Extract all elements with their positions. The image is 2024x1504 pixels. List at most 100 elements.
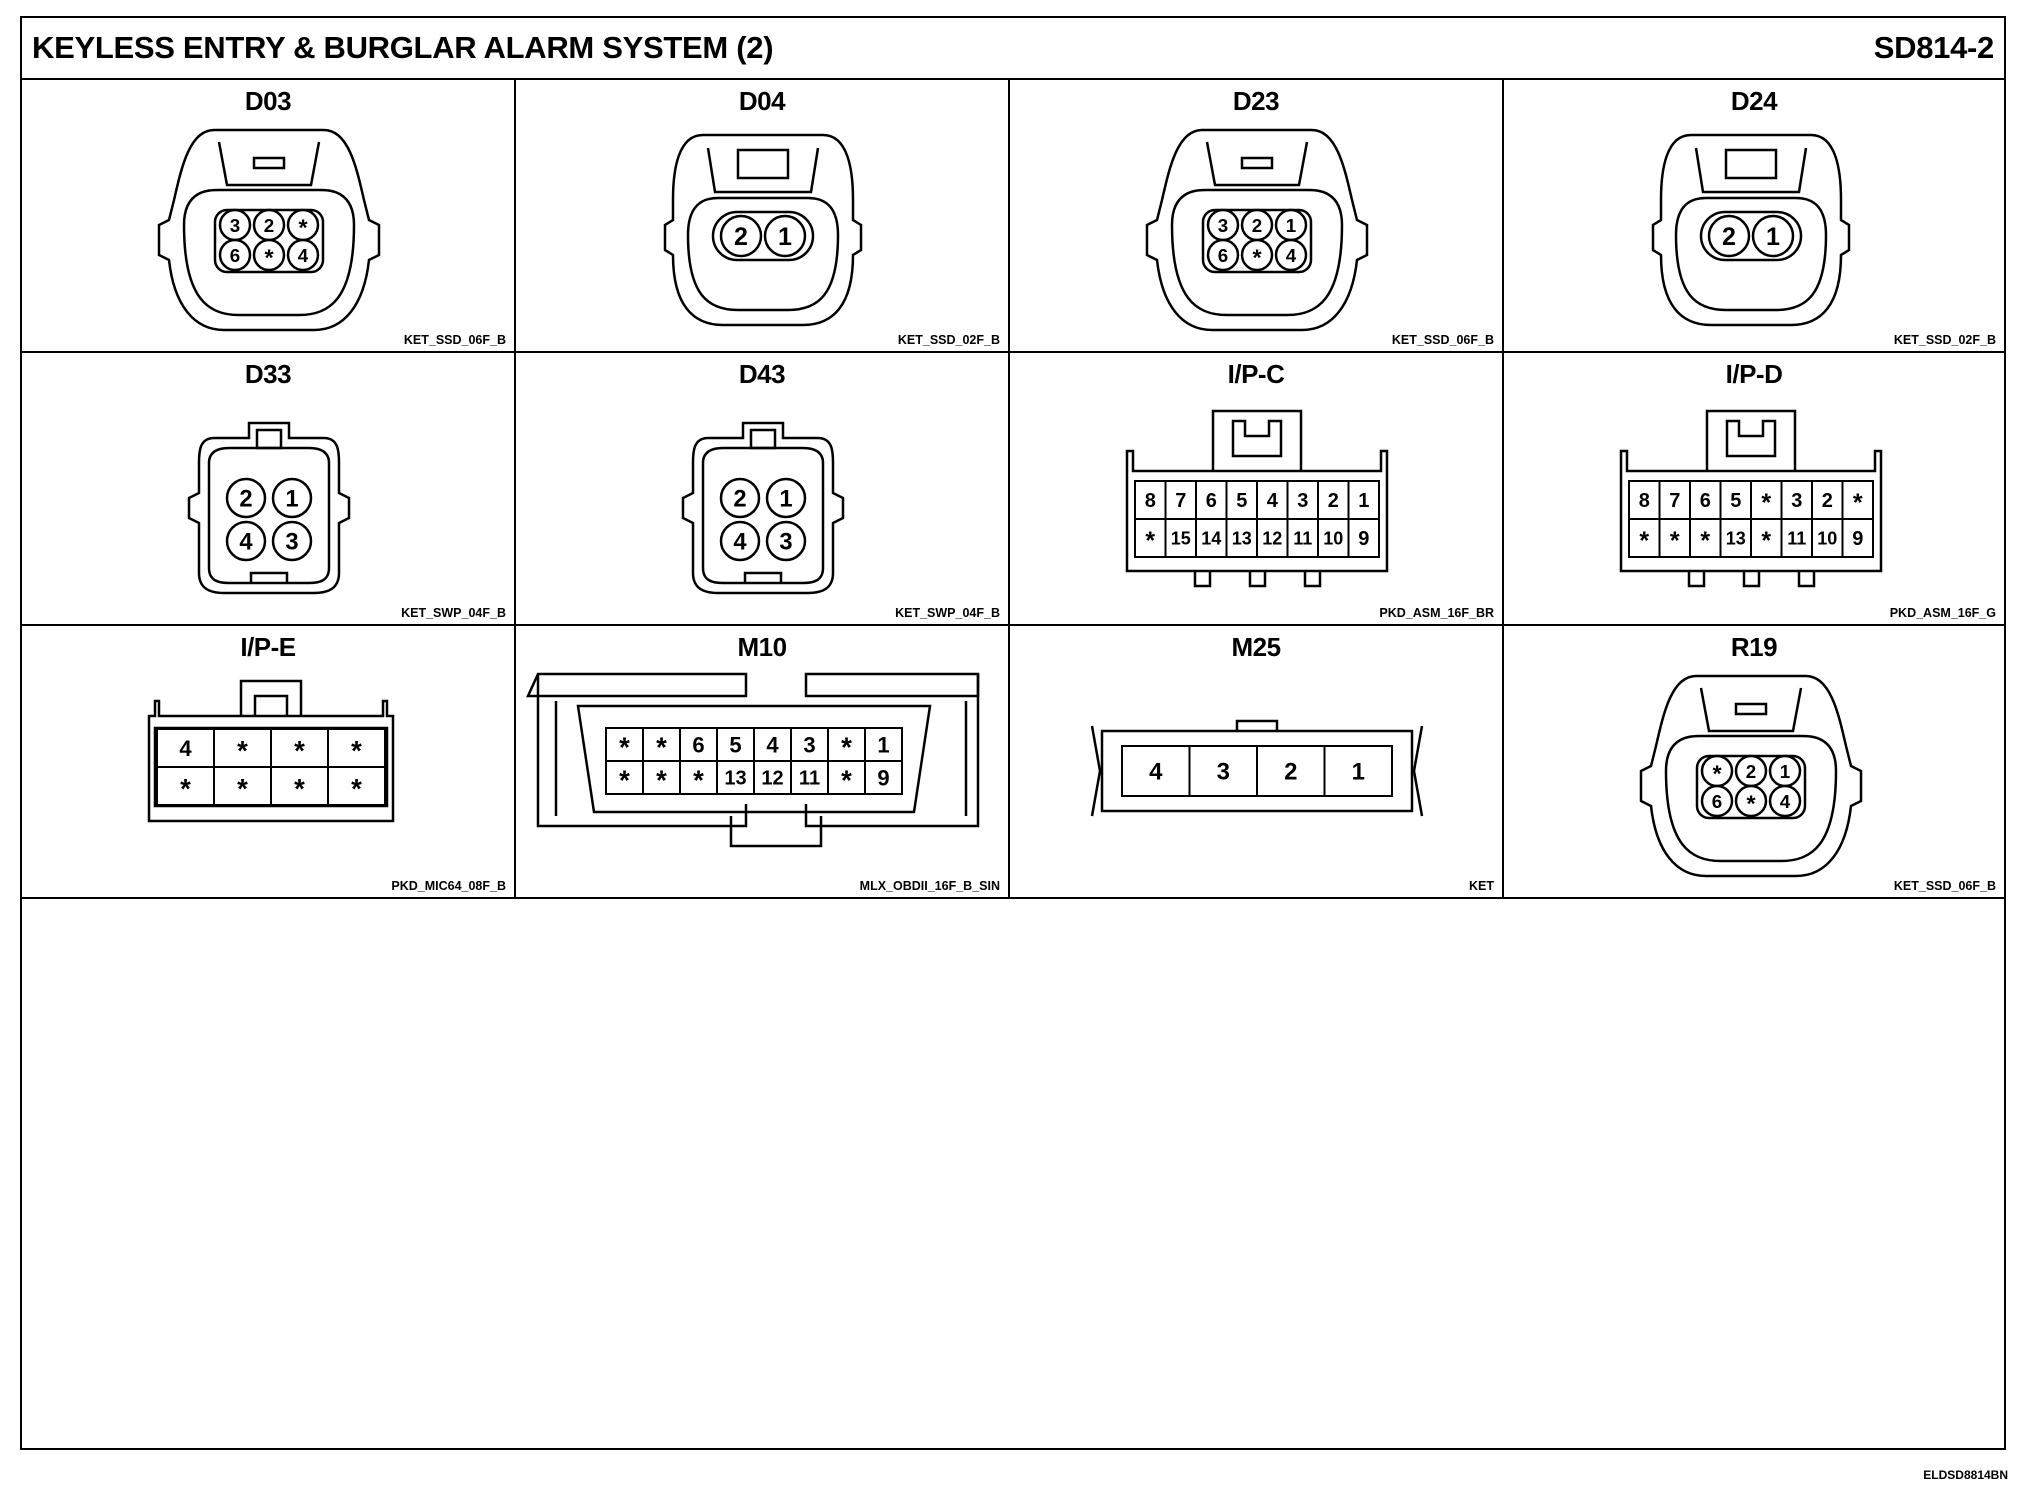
connector-name: D43: [738, 359, 786, 389]
pin-label: *: [656, 765, 667, 796]
pin-label: 6: [1700, 490, 1711, 512]
pin-label: 4: [1149, 759, 1163, 786]
connector-part-code: PKD_ASM_16F_G: [1889, 606, 1996, 620]
pin: [271, 520, 313, 562]
pin: [1658, 518, 1691, 558]
pin-label: 2: [1722, 223, 1736, 251]
pin-label: 2: [734, 223, 748, 251]
pin: [1256, 745, 1326, 797]
connector-name: M25: [1231, 632, 1281, 662]
pin-label: 5: [729, 732, 741, 757]
drawing-code: ELDSD8814BN: [1923, 1468, 2008, 1482]
pin: [270, 728, 329, 768]
pin-label: 4: [179, 736, 192, 761]
pin: [1811, 480, 1844, 520]
pin: [327, 728, 386, 768]
connector-part-code: KET_SWP_04F_B: [401, 606, 506, 620]
pin-label: 1: [1352, 759, 1365, 786]
pin-label: 3: [1218, 215, 1228, 236]
pin: [1811, 518, 1844, 558]
pin: [1734, 784, 1768, 818]
pin-label: *: [264, 244, 274, 270]
pin-label: *: [1712, 760, 1722, 786]
connector-part-code: PKD_MIC64_08F_B: [391, 879, 506, 893]
pin-label: 15: [1171, 528, 1191, 548]
pin-label: *: [693, 765, 704, 796]
pin: [763, 214, 807, 258]
pin: [765, 477, 807, 519]
pin-label: *: [656, 732, 667, 763]
pin: [1700, 784, 1734, 818]
pin-label: 2: [1328, 490, 1339, 512]
pin-label: *: [1639, 527, 1649, 555]
pin: [1689, 518, 1722, 558]
pin: [1121, 745, 1191, 797]
pin-label: 4: [766, 732, 779, 757]
pin-label: 13: [724, 768, 746, 790]
pin: [1719, 518, 1752, 558]
pin: [642, 760, 681, 795]
pin-label: *: [1853, 489, 1863, 517]
pin-label: *: [1746, 790, 1756, 816]
pin: [252, 238, 286, 272]
pin-label: 12: [761, 768, 783, 790]
pin-label: 9: [1852, 528, 1863, 550]
pin: [1188, 745, 1258, 797]
pin-label: *: [237, 773, 248, 804]
pin-label: 6: [1206, 490, 1217, 512]
pin-label: 2: [239, 486, 252, 513]
pin-label: 1: [285, 486, 298, 513]
pin: [1164, 480, 1197, 520]
pin-label: 5: [1730, 490, 1741, 512]
pin-label: 13: [1726, 528, 1746, 548]
pin: [1751, 214, 1795, 258]
connector-part-code: MLX_OBDII_16F_B_SIN: [859, 879, 1000, 893]
title-bar: KEYLESS ENTRY & BURGLAR ALARM SYSTEM (2)…: [22, 18, 2004, 80]
connector-part-code: KET_SSD_02F_B: [897, 333, 1000, 347]
pin: [716, 760, 755, 795]
pin: [1628, 518, 1661, 558]
pin-label: 3: [1217, 759, 1230, 786]
pin: [719, 520, 761, 562]
pin: [1780, 480, 1813, 520]
pin-label: 10: [1817, 528, 1837, 548]
pin: [156, 766, 215, 806]
pin: [271, 477, 313, 519]
pin-label: 3: [803, 732, 815, 757]
pin-label: 3: [1791, 490, 1802, 512]
pin-label: *: [351, 735, 362, 766]
pin-label: 1: [1766, 223, 1780, 251]
pin-label: *: [1145, 527, 1155, 555]
pin: [719, 214, 763, 258]
pin-label: *: [841, 765, 852, 796]
pin-label: 6: [1218, 245, 1228, 266]
pin-label: 1: [1286, 215, 1296, 236]
pin: [679, 760, 718, 795]
pin: [1841, 480, 1874, 520]
connector-part-code: KET_SSD_06F_B: [1893, 879, 1996, 893]
pin-label: 4: [1780, 791, 1791, 812]
connector-part-code: KET_SWP_04F_B: [895, 606, 1000, 620]
pin-label: *: [1700, 527, 1710, 555]
pin: [327, 766, 386, 806]
pin-label: *: [619, 732, 630, 763]
pin-label: 2: [1746, 761, 1756, 782]
pin: [225, 477, 267, 519]
pin-label: 2: [733, 486, 746, 513]
pin: [1317, 518, 1350, 558]
pin-label: *: [298, 214, 308, 240]
connector-part-code: KET_SSD_06F_B: [403, 333, 506, 347]
pin-label: 5: [1236, 490, 1247, 512]
pin-label: 4: [733, 529, 747, 556]
pin: [719, 477, 761, 519]
pin-label: *: [237, 735, 248, 766]
